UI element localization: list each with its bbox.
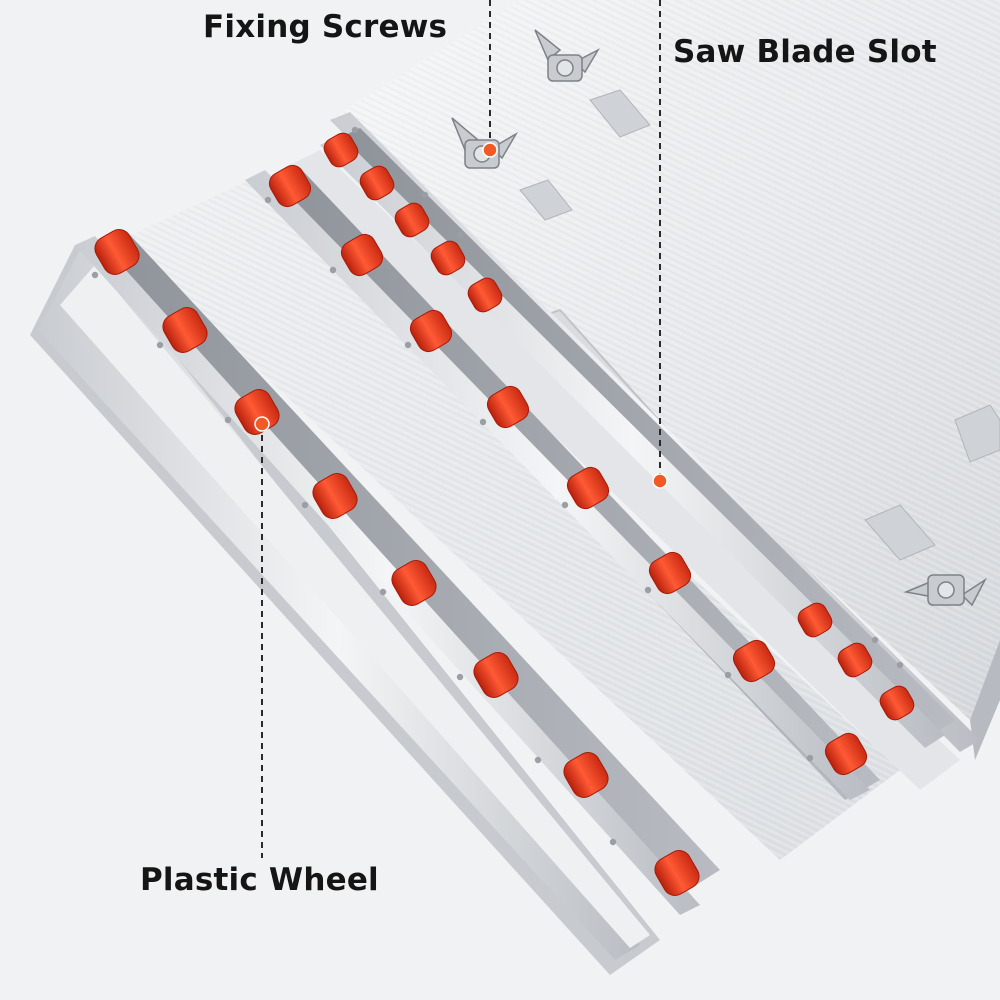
plastic-wheel-icon xyxy=(797,602,833,638)
marker-dot-icon xyxy=(482,142,498,158)
plate-slots xyxy=(519,89,1000,561)
left-outer-extrusion xyxy=(30,240,660,975)
plastic-wheel-icon xyxy=(391,560,437,606)
plastic-wheel-icon xyxy=(94,229,140,275)
wing-nut-icon xyxy=(903,574,987,607)
plastic-wheel-icon xyxy=(394,202,430,238)
leader-lines xyxy=(261,0,661,858)
callout-saw-blade-slot: Saw Blade Slot xyxy=(673,34,937,70)
plastic-wheel-icon xyxy=(648,551,692,595)
plastic-wheel-icon xyxy=(654,850,700,896)
wing-nut-icon xyxy=(534,29,600,82)
plastic-wheel-icon xyxy=(340,233,384,277)
plastic-wheel-icon xyxy=(409,309,453,353)
plastic-wheel-icon xyxy=(486,385,530,429)
plastic-wheel-icon xyxy=(162,307,208,353)
plastic-wheel-icon xyxy=(566,466,610,510)
plastic-wheel-icon xyxy=(824,732,868,776)
plastic-wheel-icon xyxy=(359,165,395,201)
plastic-wheel-icon xyxy=(430,240,466,276)
plastic-wheel-icon xyxy=(467,277,503,313)
top-plate xyxy=(330,0,1000,760)
marker-dot-icon xyxy=(652,473,668,489)
plastic-wheel-icon xyxy=(312,473,358,519)
marker-dot-icon xyxy=(254,416,270,432)
plastic-wheel-icon xyxy=(323,132,359,168)
callout-fixing-screws: Fixing Screws xyxy=(203,9,448,45)
plastic-wheel-icon xyxy=(837,642,873,678)
plastic-wheel-icon xyxy=(473,652,519,698)
floor-panel xyxy=(120,150,960,860)
rivets xyxy=(91,126,904,846)
marker-dots xyxy=(254,142,668,489)
plastic-wheel-icon xyxy=(268,164,312,208)
plastic-wheel-icon xyxy=(563,752,609,798)
callout-plastic-wheel: Plastic Wheel xyxy=(140,862,379,898)
plastic-wheels xyxy=(94,132,915,896)
fixing-screws xyxy=(451,29,987,607)
plastic-wheel-icon xyxy=(879,685,915,721)
plastic-wheel-icon xyxy=(732,639,776,683)
